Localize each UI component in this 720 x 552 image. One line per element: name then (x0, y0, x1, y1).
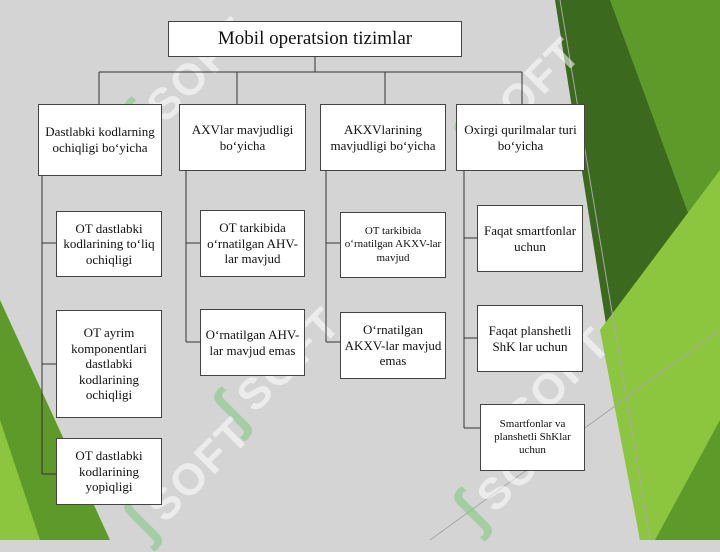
column-header-device-type: Oxirgi qurilmalar turi bo‘yicha (456, 104, 585, 171)
item-source-open-full: OT dastlabki kodlarining to‘liq ochiqlig… (56, 211, 162, 277)
item-source-closed: OT dastlabki kodlarining yopiqligi (56, 438, 162, 505)
column-header-ahv: AXVlar mavjudligi bo‘yicha (179, 104, 306, 171)
item-akxv-present: OT tarkibida o‘rnatilgan AKXV-lar mavjud (340, 212, 446, 278)
decor-line (559, 0, 651, 540)
item-smartphones-and-tablets: Smartfonlar va planshetli ShKlar uchun (480, 404, 585, 471)
column-header-akxv: AKXVlarining mavjudligi bo‘yicha (320, 104, 446, 171)
bottom-left-light-shape (0, 420, 40, 540)
item-ahv-absent: O‘rnatilgan AHV-lar mavjud emas (200, 309, 305, 376)
item-ahv-present: OT tarkibida o‘rnatilgan AHV-lar mavjud (200, 210, 305, 277)
diagram-title: Mobil operatsion tizimlar (168, 21, 462, 57)
right-light-green-shape (600, 170, 720, 540)
item-akxv-absent: O‘rnatilgan AKXV-lar mavjud emas (340, 312, 446, 379)
right-bottom-green-shape (655, 420, 720, 540)
connector-lines (41, 57, 523, 475)
item-tablets-only: Faqat planshetli ShK lar uchun (477, 305, 583, 372)
item-source-open-partial: OT ayrim komponentlari dastlabki kodlari… (56, 310, 162, 418)
column-header-source-openness: Dastlabki kodlarning ochiqligi bo‘yicha (38, 104, 162, 176)
item-smartphones-only: Faqat smartfonlar uchun (477, 205, 583, 272)
